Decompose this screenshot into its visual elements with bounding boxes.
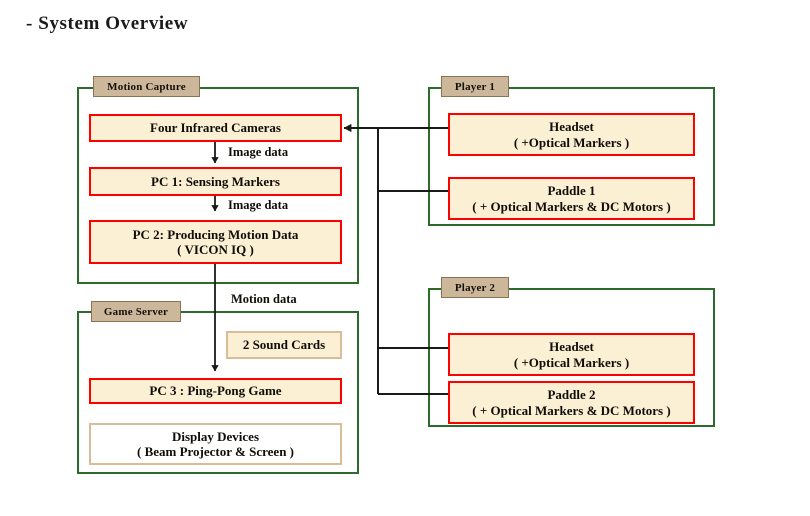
group-player-2 (428, 288, 715, 427)
node-pc2-producing-motion-data[interactable]: PC 2: Producing Motion Data ( VICON IQ ) (89, 220, 342, 264)
group-game-server (77, 311, 359, 474)
node-label-line1: PC 2: Producing Motion Data (132, 226, 299, 242)
group-tab-game-server: Game Server (91, 301, 181, 322)
node-display-devices[interactable]: Display Devices ( Beam Projector & Scree… (89, 423, 342, 465)
node-label-line1: Paddle 2 (547, 387, 596, 403)
node-headset-player-1[interactable]: Headset ( +Optical Markers ) (448, 113, 695, 156)
node-label-line2: ( + Optical Markers & DC Motors ) (472, 402, 671, 418)
node-label: Four Infrared Cameras (150, 120, 281, 136)
edge-label-image-data-2: Image data (228, 198, 289, 212)
node-label-line2: ( +Optical Markers ) (513, 134, 630, 150)
node-paddle-player-2[interactable]: Paddle 2 ( + Optical Markers & DC Motors… (448, 381, 695, 424)
node-label: 2 Sound Cards (242, 337, 326, 353)
node-pc1-sensing-markers[interactable]: PC 1: Sensing Markers (89, 167, 342, 196)
node-2-sound-cards[interactable]: 2 Sound Cards (226, 331, 342, 359)
node-label-line2: ( VICON IQ ) (177, 242, 254, 257)
node-label-line2: ( + Optical Markers & DC Motors ) (472, 198, 671, 214)
node-label-line1: Display Devices (171, 428, 260, 444)
node-label-line1: Paddle 1 (547, 183, 596, 199)
group-tab-motion-capture: Motion Capture (93, 76, 200, 97)
node-label-line1: Headset (549, 339, 594, 355)
group-tab-player-2: Player 2 (441, 277, 509, 298)
node-label: PC 3 : Ping-Pong Game (149, 383, 282, 399)
node-pc3-ping-pong-game[interactable]: PC 3 : Ping-Pong Game (89, 378, 342, 404)
node-four-infrared-cameras[interactable]: Four Infrared Cameras (89, 114, 342, 142)
node-label-line1: Headset (549, 119, 594, 135)
group-motion-capture (77, 87, 359, 284)
group-tab-player-1: Player 1 (441, 76, 509, 97)
node-label-line2: ( Beam Projector & Screen ) (136, 444, 295, 459)
group-player-1 (428, 87, 715, 226)
edge-label-motion-data: Motion data (231, 292, 297, 306)
node-headset-player-2[interactable]: Headset ( +Optical Markers ) (448, 333, 695, 376)
node-paddle-player-1[interactable]: Paddle 1 ( + Optical Markers & DC Motors… (448, 177, 695, 220)
node-label: PC 1: Sensing Markers (151, 173, 280, 189)
edge-label-image-data-1: Image data (228, 145, 289, 159)
node-label-line2: ( +Optical Markers ) (513, 354, 630, 370)
page-title: - System Overview (26, 13, 189, 34)
